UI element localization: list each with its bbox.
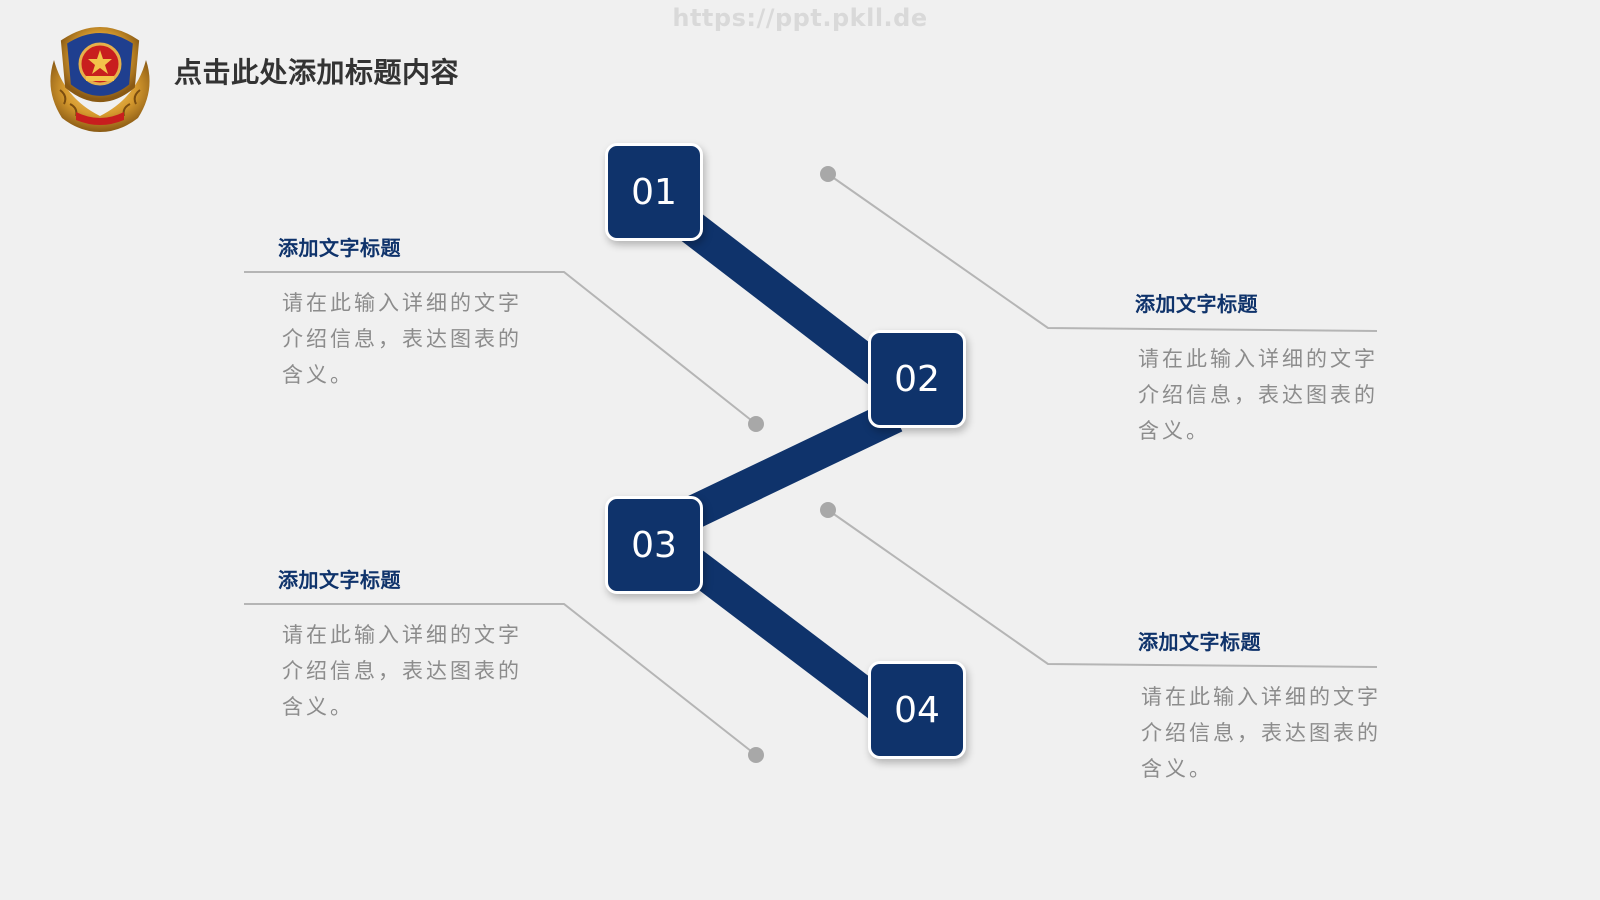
band-03-04: [679, 548, 891, 720]
leader-dot-1: [748, 416, 764, 432]
band-01-02: [679, 212, 891, 386]
leader-dot-2: [820, 166, 836, 182]
step-number-04: 04: [868, 661, 966, 759]
step-title-04: 添加文字标题: [1138, 630, 1261, 654]
leader-dot-3: [748, 747, 764, 763]
step-title-03: 添加文字标题: [278, 568, 401, 592]
leader-line-4: [827, 509, 1378, 668]
step-description-01: 请在此输入详细的文字介绍信息，表达图表的含义。: [282, 291, 522, 387]
leader-dot-4: [820, 502, 836, 518]
step-title-01: 添加文字标题: [278, 236, 401, 260]
step-description-04: 请在此输入详细的文字介绍信息，表达图表的含义。: [1141, 685, 1381, 781]
police-emblem-icon: [50, 27, 150, 132]
watermark-url: https://ppt.pkll.de: [672, 4, 928, 32]
step-description-03: 请在此输入详细的文字介绍信息，表达图表的含义。: [282, 623, 522, 719]
page-title: 点击此处添加标题内容: [174, 56, 460, 89]
step-title-02: 添加文字标题: [1135, 292, 1258, 316]
leader-line-1: [244, 271, 757, 425]
step-number-02: 02: [868, 330, 966, 428]
step-description-02: 请在此输入详细的文字介绍信息，表达图表的含义。: [1138, 347, 1378, 443]
leader-line-3: [244, 603, 757, 756]
step-number-01: 01: [605, 143, 703, 241]
leader-line-2: [827, 173, 1378, 332]
band-02-03: [682, 400, 903, 530]
step-number-03: 03: [605, 496, 703, 594]
